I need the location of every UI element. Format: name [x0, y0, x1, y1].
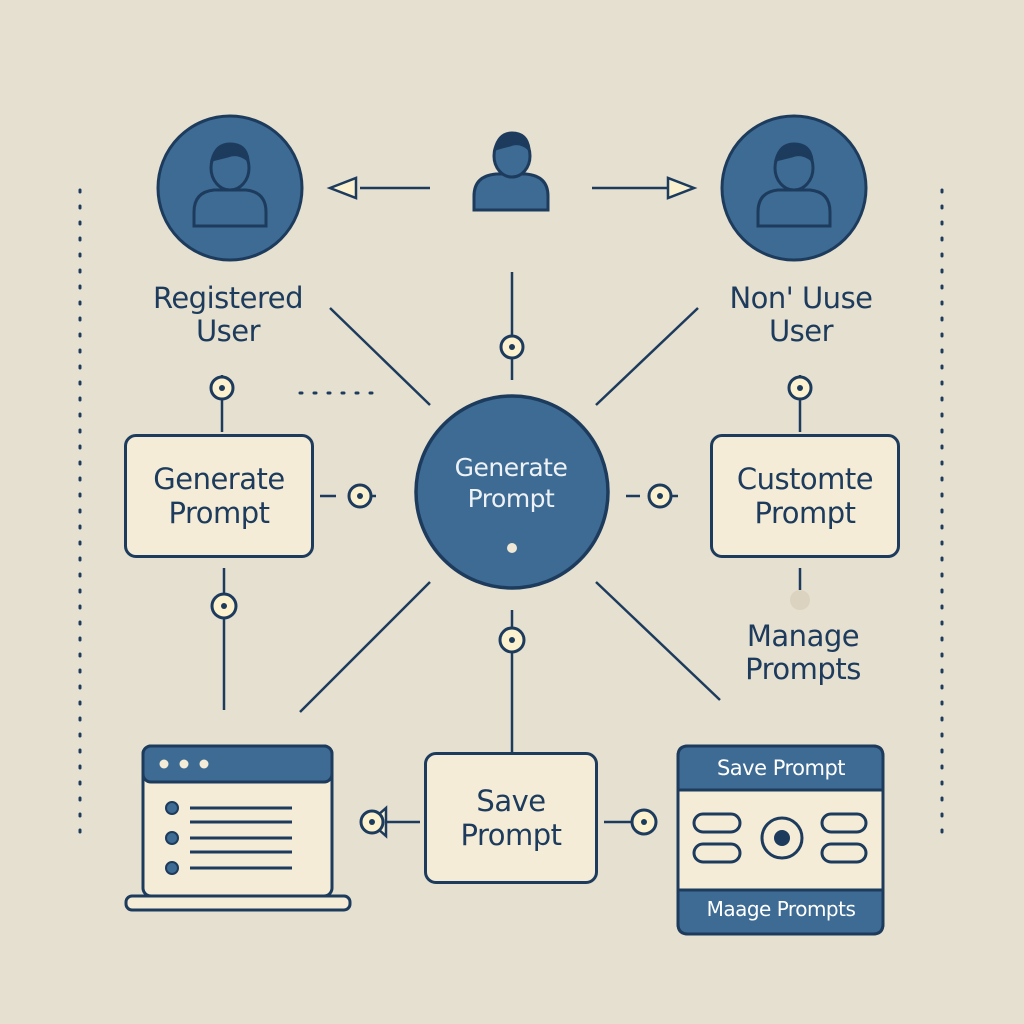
arrow-head-left — [326, 176, 358, 200]
arrow-head-right — [666, 176, 698, 200]
panel-header[interactable]: Save Prompt — [716, 756, 846, 780]
node-dot-faded — [790, 590, 810, 610]
node-dot-core — [509, 344, 515, 350]
node-dot-core — [797, 385, 803, 391]
browser-window-icon — [124, 744, 352, 912]
node-dot-core — [357, 493, 363, 499]
manage-prompts-label: Manage Prompts — [708, 619, 898, 687]
prompt-panel — [676, 744, 885, 936]
panel-footer[interactable]: Maage Prompts — [706, 897, 856, 921]
manage-prompts-line2: Prompts — [745, 652, 861, 687]
customize-prompt-box[interactable]: Customte Prompt — [710, 434, 900, 558]
registered-user-avatar — [156, 114, 304, 262]
hub-label-line1: Generate — [454, 453, 568, 482]
connector-diag-bl — [299, 581, 431, 713]
non-user-avatar — [720, 114, 868, 262]
connector-diag-tl — [329, 307, 431, 406]
save-prompt-line1: Save — [476, 783, 546, 818]
non-user-line1: Non' Uuse — [729, 281, 873, 315]
manage-prompts-line1: Manage — [746, 619, 860, 653]
node-dot-core — [221, 603, 227, 609]
non-user-line2: User — [768, 314, 834, 349]
generate-prompt-line2: Prompt — [168, 496, 270, 530]
node-dot-core — [641, 819, 647, 825]
generate-prompt-line1: Generate — [153, 461, 285, 496]
registered-user-label: Registered User — [128, 281, 328, 349]
user-icon — [192, 142, 268, 228]
user-icon — [756, 142, 832, 228]
non-user-label: Non' Uuse User — [696, 281, 906, 349]
node-dot-core — [657, 493, 663, 499]
save-prompt-box[interactable]: Save Prompt — [424, 752, 598, 884]
node-dot-core — [369, 819, 375, 825]
hub-circle — [414, 394, 610, 590]
registered-user-line2: User — [195, 314, 261, 349]
hub-label[interactable]: Generate Prompt — [418, 452, 604, 515]
customize-prompt-line1: Customte — [736, 461, 874, 496]
registered-user-line1: Registered — [152, 281, 304, 315]
hub-dot — [507, 543, 517, 553]
connector-diag-tr — [595, 307, 699, 406]
hub-label-line2: Prompt — [467, 484, 555, 514]
connector-diag-br — [595, 581, 721, 701]
customize-prompt-line2: Prompt — [754, 496, 856, 530]
generate-prompt-box[interactable]: Generate Prompt — [124, 434, 314, 558]
user-icon — [472, 131, 550, 212]
save-prompt-line2: Prompt — [460, 818, 562, 852]
node-dot-core — [219, 385, 225, 391]
node-dot-core — [509, 637, 515, 643]
